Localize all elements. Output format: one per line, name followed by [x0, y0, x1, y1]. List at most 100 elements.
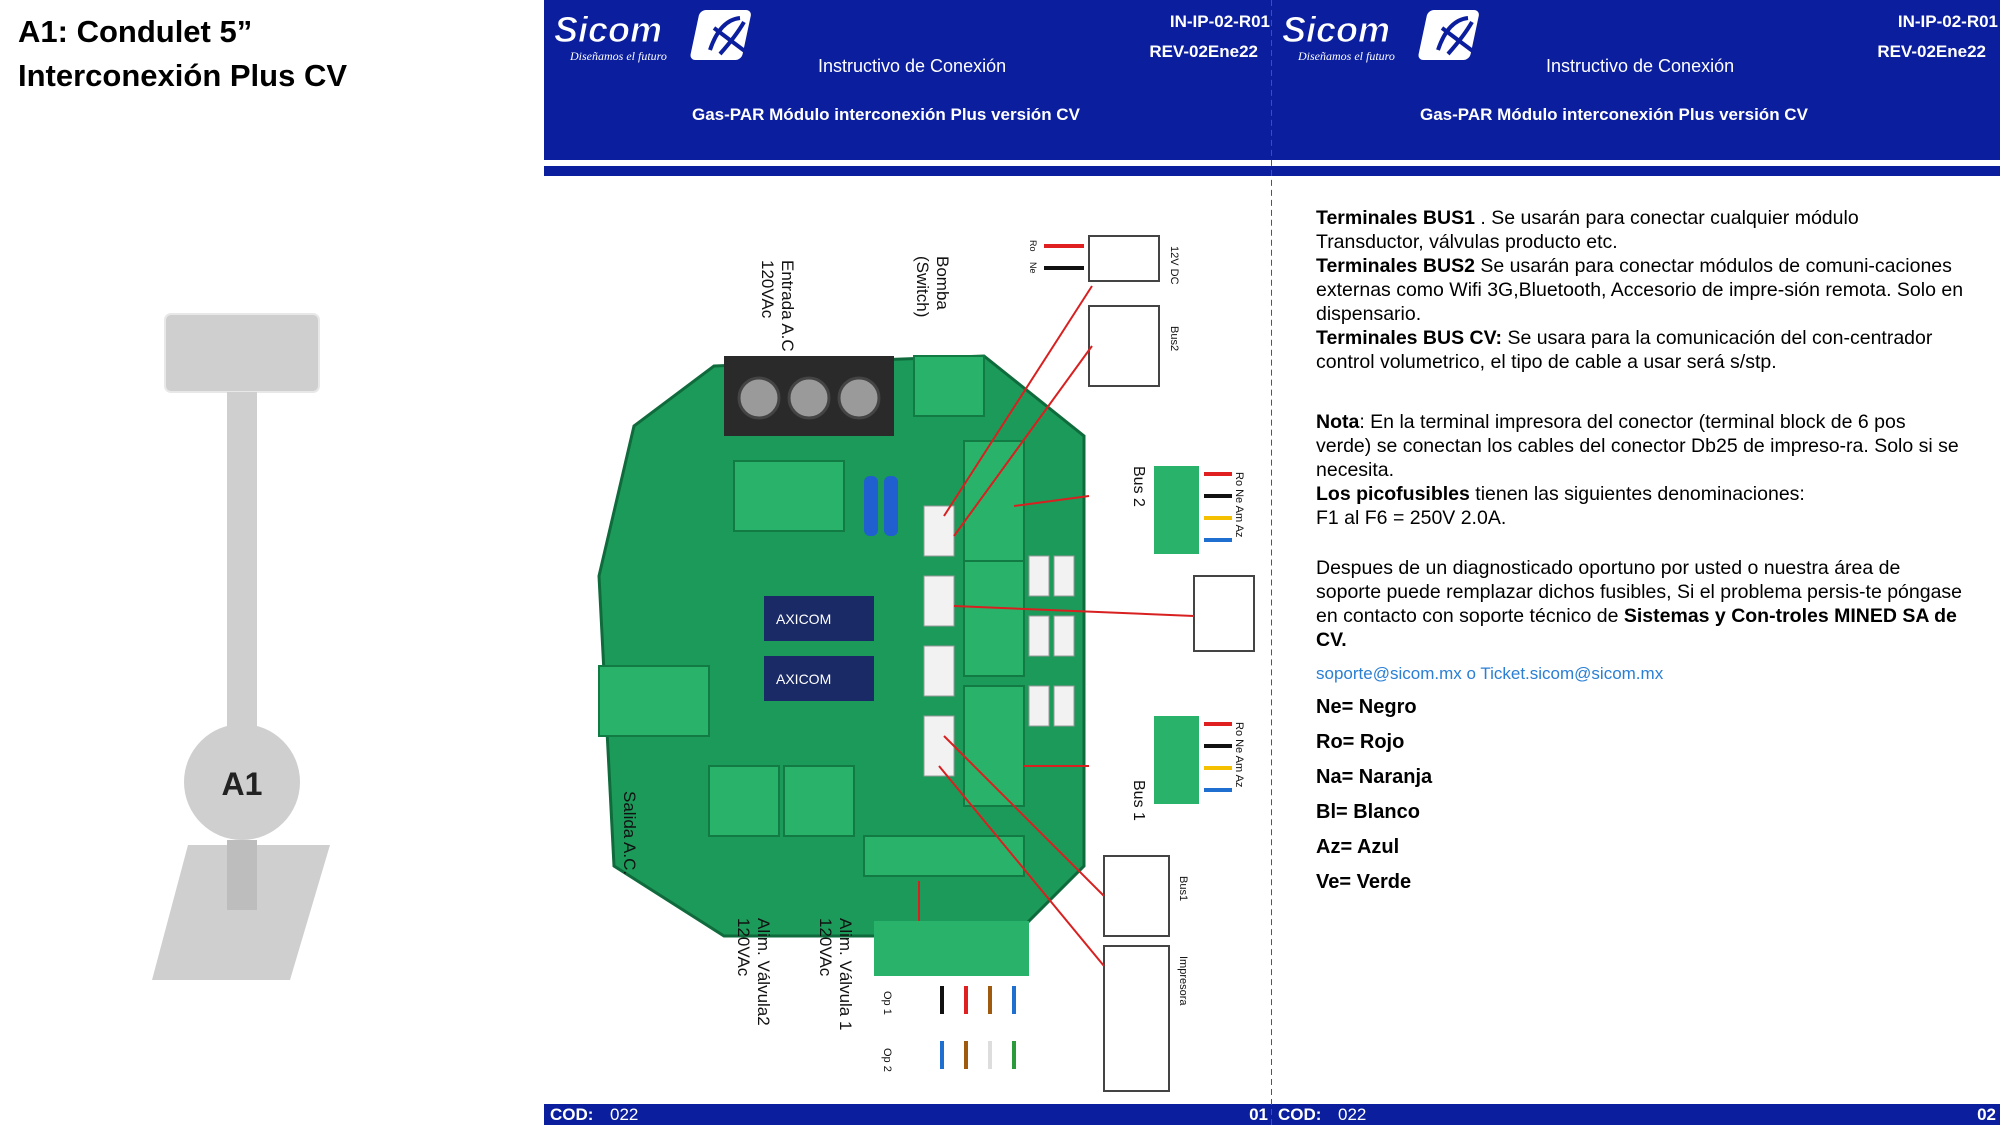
nota-term: Nota: [1316, 411, 1360, 433]
bus2-label: Bus 2: [1130, 466, 1147, 507]
capacitor-1: [864, 476, 878, 536]
ro-label: Ro: [1028, 240, 1038, 252]
relay-1: [764, 596, 874, 641]
fuse-holder-5: [1028, 685, 1050, 727]
printer-wires: [940, 986, 1016, 1069]
printer-6pin-terminal: [874, 921, 1029, 976]
bus1-wires: [1204, 722, 1232, 792]
buscv-term: Terminales BUS CV:: [1316, 327, 1503, 349]
diagnostic-text: Despues de un diagnosticado oportuno por…: [1316, 557, 1963, 627]
buscv-connector: [923, 575, 955, 627]
bus1-4pin-terminal: [1154, 716, 1199, 804]
diagnostic-paragraph: Despues de un diagnosticado oportuno por…: [1316, 556, 1966, 652]
picofusibles-text: tienen las siguientes denominaciones:: [1469, 483, 1805, 505]
cod-label: COD:: [1278, 1105, 1322, 1124]
salida-ac-label: Salida A.C.: [620, 791, 639, 875]
legend-item: Ro= Rojo: [1316, 731, 1405, 753]
entrada-ac-label: Entrada A.C: [778, 260, 797, 352]
bus2-wires: [1204, 472, 1232, 542]
doc-revision: REV-02Ene22: [1877, 42, 1986, 61]
relay-2: [764, 656, 874, 701]
sicom-logo: Sicom Diseñamos el futuro: [554, 9, 751, 63]
bus1-box-label: Bus1: [1177, 876, 1189, 901]
support-email-link[interactable]: soporte@sicom.mx o Ticket.sicom@sicom.mx: [1316, 664, 1664, 683]
legend-item: Na= Naranja: [1316, 766, 1433, 788]
condulet-diagram: A1: [152, 313, 330, 980]
cod-label: COD:: [550, 1105, 594, 1124]
bus2-box-label: Bus2: [1168, 326, 1180, 351]
doc-kind: Instructivo de Conexión: [818, 56, 1007, 76]
sicom-tagline: Diseñamos el futuro: [569, 49, 667, 63]
capacitor-2: [884, 476, 898, 536]
screw-2-icon: [787, 376, 831, 420]
bus1-connector: [923, 645, 955, 697]
slide-title: A1: Condulet 5” Interconexión Plus CV: [18, 10, 347, 98]
bomba-label: Bomba: [933, 256, 952, 310]
fuse-holder-2: [1053, 555, 1075, 597]
doc-subtitle: Gas-PAR Módulo interconexión Plus versió…: [1420, 105, 1808, 124]
relay-2-label: AXICOM: [776, 671, 831, 687]
bomba-terminal: [913, 355, 985, 417]
relay-1-label: AXICOM: [776, 611, 831, 627]
page-1-footer: COD: 022 01: [544, 1104, 1272, 1125]
salida-terminal: [598, 665, 710, 737]
fuse-holder-3: [1028, 615, 1050, 657]
bus1-label: Bus 1: [1130, 780, 1147, 821]
header-gap: [1272, 160, 2000, 166]
screw-3-icon: [837, 376, 881, 420]
header-rule: [544, 168, 1272, 176]
header-gap: [544, 160, 1272, 166]
doc-revision: REV-02Ene22: [1149, 42, 1258, 61]
board-diagram: AXICOM AXICOM: [597, 235, 1255, 1092]
sicom-emblem-icon: [1418, 10, 1479, 60]
bus2-4pin-terminal: [1154, 466, 1199, 554]
sicom-logo-text: Sicom: [554, 9, 662, 50]
manual-page-2: Sicom Diseñamos el futuro IN-IP-02-R01 R…: [1272, 0, 2000, 1125]
legend-item: Ne= Negro: [1316, 696, 1417, 718]
impresora-box: [1103, 945, 1170, 1092]
legend-item: Ve= Verde: [1316, 871, 1412, 893]
ne-label: Ne: [1028, 262, 1038, 274]
buscv-box: [1193, 575, 1255, 652]
page-number: 02: [1977, 1105, 1996, 1124]
bus-terminals-paragraph: Terminales BUS1 . Se usarán para conecta…: [1316, 206, 1966, 374]
page-number: 01: [1249, 1105, 1268, 1124]
slide-title-line-2: Interconexión Plus CV: [18, 58, 348, 93]
sicom-logo-text: Sicom: [1282, 9, 1390, 50]
page-2-footer: COD: 022 02: [1272, 1104, 2000, 1125]
legend-item: Az= Azul: [1316, 836, 1400, 858]
valvula2-terminal: [708, 765, 780, 837]
fuse-holder-4: [1053, 615, 1075, 657]
op2-label: Op 2: [881, 1048, 893, 1072]
12v-label: 12V DC: [1168, 246, 1180, 285]
buscv-screw-terminal: [963, 560, 1025, 677]
bus2-wire-colors-label: Ro Ne Am Az: [1233, 472, 1245, 537]
manual-page-1: Sicom Diseñamos el futuro IN-IP-02-R01 R…: [544, 0, 1272, 1125]
picofusibles-term: Los picofusibles: [1316, 483, 1470, 505]
header-rule: [1272, 168, 2000, 176]
12v-box: [1088, 235, 1160, 282]
bus1-wire-colors-label: Ro Ne Am Az: [1233, 722, 1245, 787]
fuse-rating: F1 al F6 = 250V 2.0A.: [1316, 507, 1507, 529]
bus1-box: [1103, 855, 1170, 937]
sicom-tagline: Diseñamos el futuro: [1297, 49, 1395, 63]
pointer-lines: [918, 285, 1195, 967]
entrada-voltage-label: 120VAc: [758, 260, 777, 319]
fuse-holder-6: [1053, 685, 1075, 727]
cod-value: 022: [1338, 1105, 1367, 1124]
nota-text: : En la terminal impresora del conector …: [1316, 411, 1959, 481]
sicom-emblem-icon: [690, 10, 751, 60]
bus2-box: [1088, 305, 1160, 387]
page-1-header: Sicom Diseñamos el futuro IN-IP-02-R01 R…: [544, 0, 1272, 168]
page-2-header: Sicom Diseñamos el futuro IN-IP-02-R01 R…: [1272, 0, 2000, 168]
valvula1-label: Alim. Válvula 1: [836, 918, 855, 1030]
doc-code: IN-IP-02-R01: [1169, 12, 1270, 31]
doc-kind: Instructivo de Conexión: [1546, 56, 1735, 76]
printer-terminal: [863, 835, 1025, 877]
op1-label: Op 1: [881, 991, 893, 1015]
bus2-connector: [923, 505, 955, 557]
cod-value: 022: [610, 1105, 639, 1124]
doc-subtitle: Gas-PAR Módulo interconexión Plus versió…: [692, 105, 1080, 124]
bus2-text: Se usarán para conectar módulos de comun…: [1316, 255, 1964, 325]
bomba-switch-label: (Switch): [913, 256, 932, 317]
